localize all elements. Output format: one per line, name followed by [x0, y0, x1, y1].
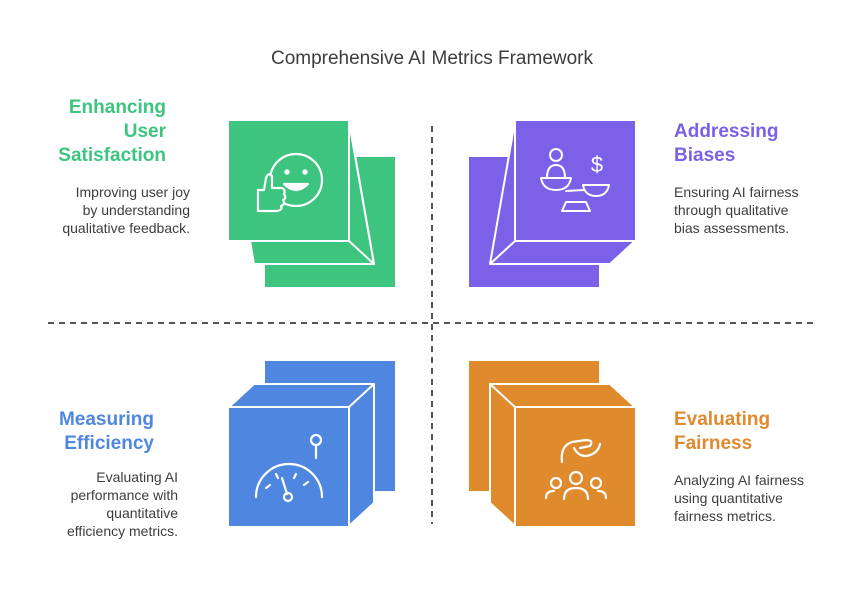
description-evaluating-fairness: Analyzing AI fairness using quantitative…	[674, 472, 804, 524]
heading-measuring-efficiency: Measuring Efficiency	[58, 409, 154, 454]
hand-over-people-group-icon	[544, 438, 608, 501]
diagram-title: Comprehensive AI Metrics Framework	[270, 48, 594, 69]
orange-block	[469, 361, 636, 527]
description-measuring-efficiency: Evaluating AI performance with quantitat…	[67, 469, 178, 539]
heading-addressing-biases: Addressing Biases	[674, 121, 779, 166]
blue-block	[228, 361, 395, 527]
smiley-thumbs-up-icon	[256, 152, 324, 213]
heading-evaluating-fairness: Evaluating Fairness	[674, 409, 771, 454]
purple-block: $	[469, 120, 636, 287]
person-balance-scale-dollar-icon: $	[540, 148, 610, 212]
description-addressing-biases: Ensuring AI fairness through qualitative…	[674, 184, 799, 236]
speedometer-gauge-icon	[254, 433, 324, 503]
description-user-satisfaction: Improving user joy by understanding qual…	[62, 184, 190, 236]
green-block	[228, 120, 395, 287]
svg-text:$: $	[591, 152, 603, 177]
heading-user-satisfaction: Enhancing User Satisfaction	[58, 97, 166, 166]
